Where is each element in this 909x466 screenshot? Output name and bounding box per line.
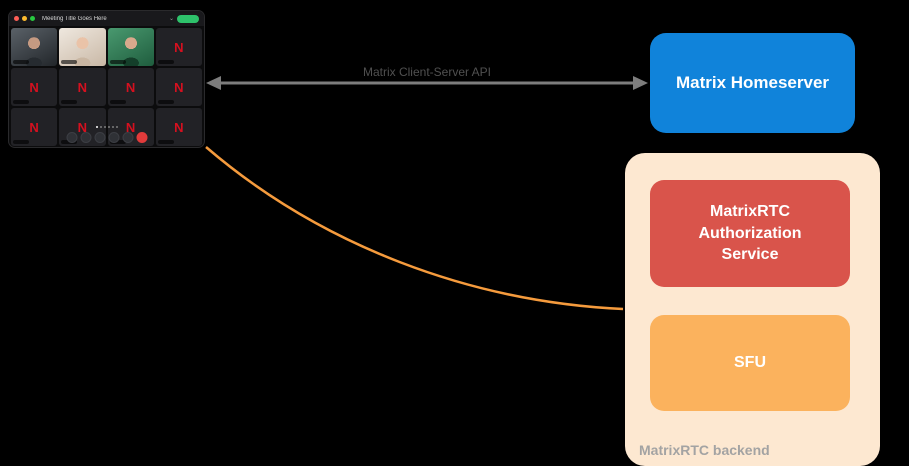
participant-name-pill [157,60,174,64]
api-arrow-label: Matrix Client-Server API [362,65,492,79]
brand-letter: N [174,39,184,55]
more-options-button[interactable] [122,132,133,143]
participant-video-tile [11,28,58,66]
call-controls [66,132,147,143]
video-grid: N N N N N N N N N [11,28,202,147]
participant-logo-tile: N [59,68,106,106]
close-window-button[interactable] [14,16,19,21]
auth-service-label: MatrixRTC Authorization Service [698,203,802,264]
page-dot[interactable] [115,126,118,128]
page-dot[interactable] [111,126,114,128]
brand-letter: N [174,79,184,95]
participant-name-pill [13,60,29,64]
participant-logo-tile: N [155,68,202,106]
brand-letter: N [77,119,88,135]
participant-logo-tile: N [155,28,202,66]
app-titlebar: Meeting Title Goes Here ⌄ [9,11,204,26]
participant-name-pill [157,140,174,144]
participant-name-pill [109,100,126,104]
page-dot[interactable] [107,126,110,128]
mic-button[interactable] [66,132,77,143]
participant-name-pill [109,140,126,144]
screenshare-button[interactable] [94,132,105,143]
participant-name-pill [13,140,29,144]
brand-letter: N [174,119,184,135]
homeserver-label: Matrix Homeserver [675,73,830,92]
chevron-down-icon: ⌄ [168,16,174,22]
brand-letter: N [125,119,136,135]
participant-logo-tile: N [11,68,58,106]
brand-letter: N [77,79,88,95]
brand-letter: N [125,79,136,95]
meeting-title: Meeting Title Goes Here [42,15,107,22]
zoom-window-button[interactable] [30,16,35,21]
sfu-label: SFU [734,354,766,372]
backend-caption: MatrixRTC backend [639,442,770,458]
traffic-lights [14,16,35,21]
video-call-screenshot: Meeting Title Goes Here ⌄ N N N N N N N N N [8,10,205,148]
participant-name-pill [109,60,126,64]
participant-logo-tile: N [155,108,202,146]
reaction-button[interactable] [108,132,119,143]
participant-logo-tile: N [11,108,58,146]
leave-call-button[interactable] [136,132,147,143]
join-button[interactable] [177,14,199,23]
brand-letter: N [29,79,39,95]
participant-name-pill [157,100,174,104]
participant-logo-tile: N [107,68,154,106]
participant-video-tile [107,28,154,66]
page-dot[interactable] [103,126,106,128]
auth-service-box: MatrixRTC Authorization Service [650,180,850,287]
page-dot[interactable] [99,126,102,128]
minimize-window-button[interactable] [22,16,27,21]
homeserver-box: Matrix Homeserver [650,33,855,133]
participant-name-pill [13,100,29,104]
participant-name-pill [61,100,78,104]
camera-button[interactable] [80,132,91,143]
participant-name-pill [61,60,78,64]
brand-letter: N [29,119,39,135]
page-dot[interactable] [95,126,98,128]
sfu-box: SFU [650,315,850,411]
pagination-dots [95,126,118,128]
backend-container: MatrixRTC Authorization Service SFU Matr… [625,153,880,466]
participant-video-tile [59,28,106,66]
rtc-connection-line [205,146,624,311]
